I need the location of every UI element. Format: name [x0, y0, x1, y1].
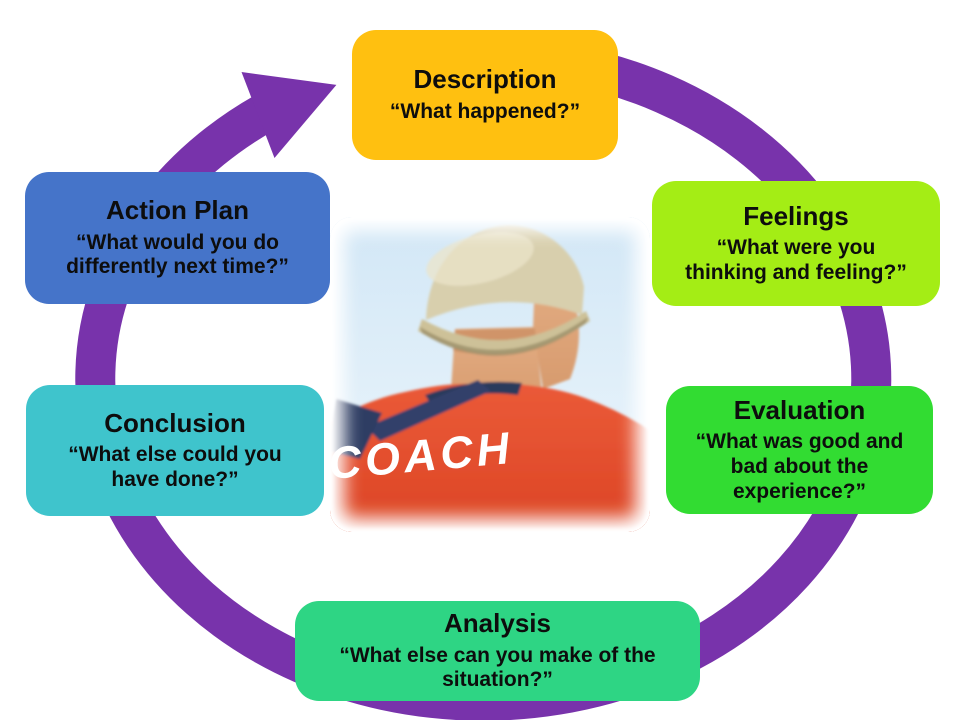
step-quote-action-plan: “What would you do differently next time…: [66, 230, 289, 279]
step-quote-description: “What happened?”: [389, 100, 581, 124]
step-box-evaluation: Evaluation “What was good and bad about …: [666, 386, 933, 514]
step-box-description: Description “What happened?”: [352, 30, 618, 160]
step-heading-evaluation: Evaluation: [733, 394, 866, 425]
coach-photo: COACH: [330, 217, 650, 532]
step-quote-evaluation: “What was good and bad about the experie…: [695, 430, 904, 503]
step-quote-analysis: “What else can you make of the situation…: [339, 643, 656, 692]
arrow-head-icon: [241, 72, 337, 158]
step-quote-conclusion: “What else could you have done?”: [68, 443, 282, 491]
step-box-action-plan: Action Plan “What would you do different…: [25, 172, 330, 304]
shoulder-strap-patch: [330, 399, 382, 459]
coach-photo-art: COACH: [330, 217, 650, 532]
step-box-feelings: Feelings “What were you thinking and fee…: [652, 181, 940, 306]
step-heading-description: Description: [413, 64, 557, 95]
step-heading-conclusion: Conclusion: [104, 407, 246, 438]
cap-brim-underside: [420, 317, 588, 356]
step-heading-action-plan: Action Plan: [105, 195, 249, 226]
step-heading-feelings: Feelings: [743, 200, 849, 231]
lanyard-strap: [366, 380, 491, 441]
cap-highlight: [426, 232, 534, 286]
step-box-analysis: Analysis “What else can you make of the …: [295, 601, 700, 701]
step-heading-analysis: Analysis: [444, 608, 551, 639]
step-box-conclusion: Conclusion “What else could you have don…: [26, 385, 324, 516]
step-quote-feelings: “What were you thinking and feeling?”: [685, 236, 907, 284]
